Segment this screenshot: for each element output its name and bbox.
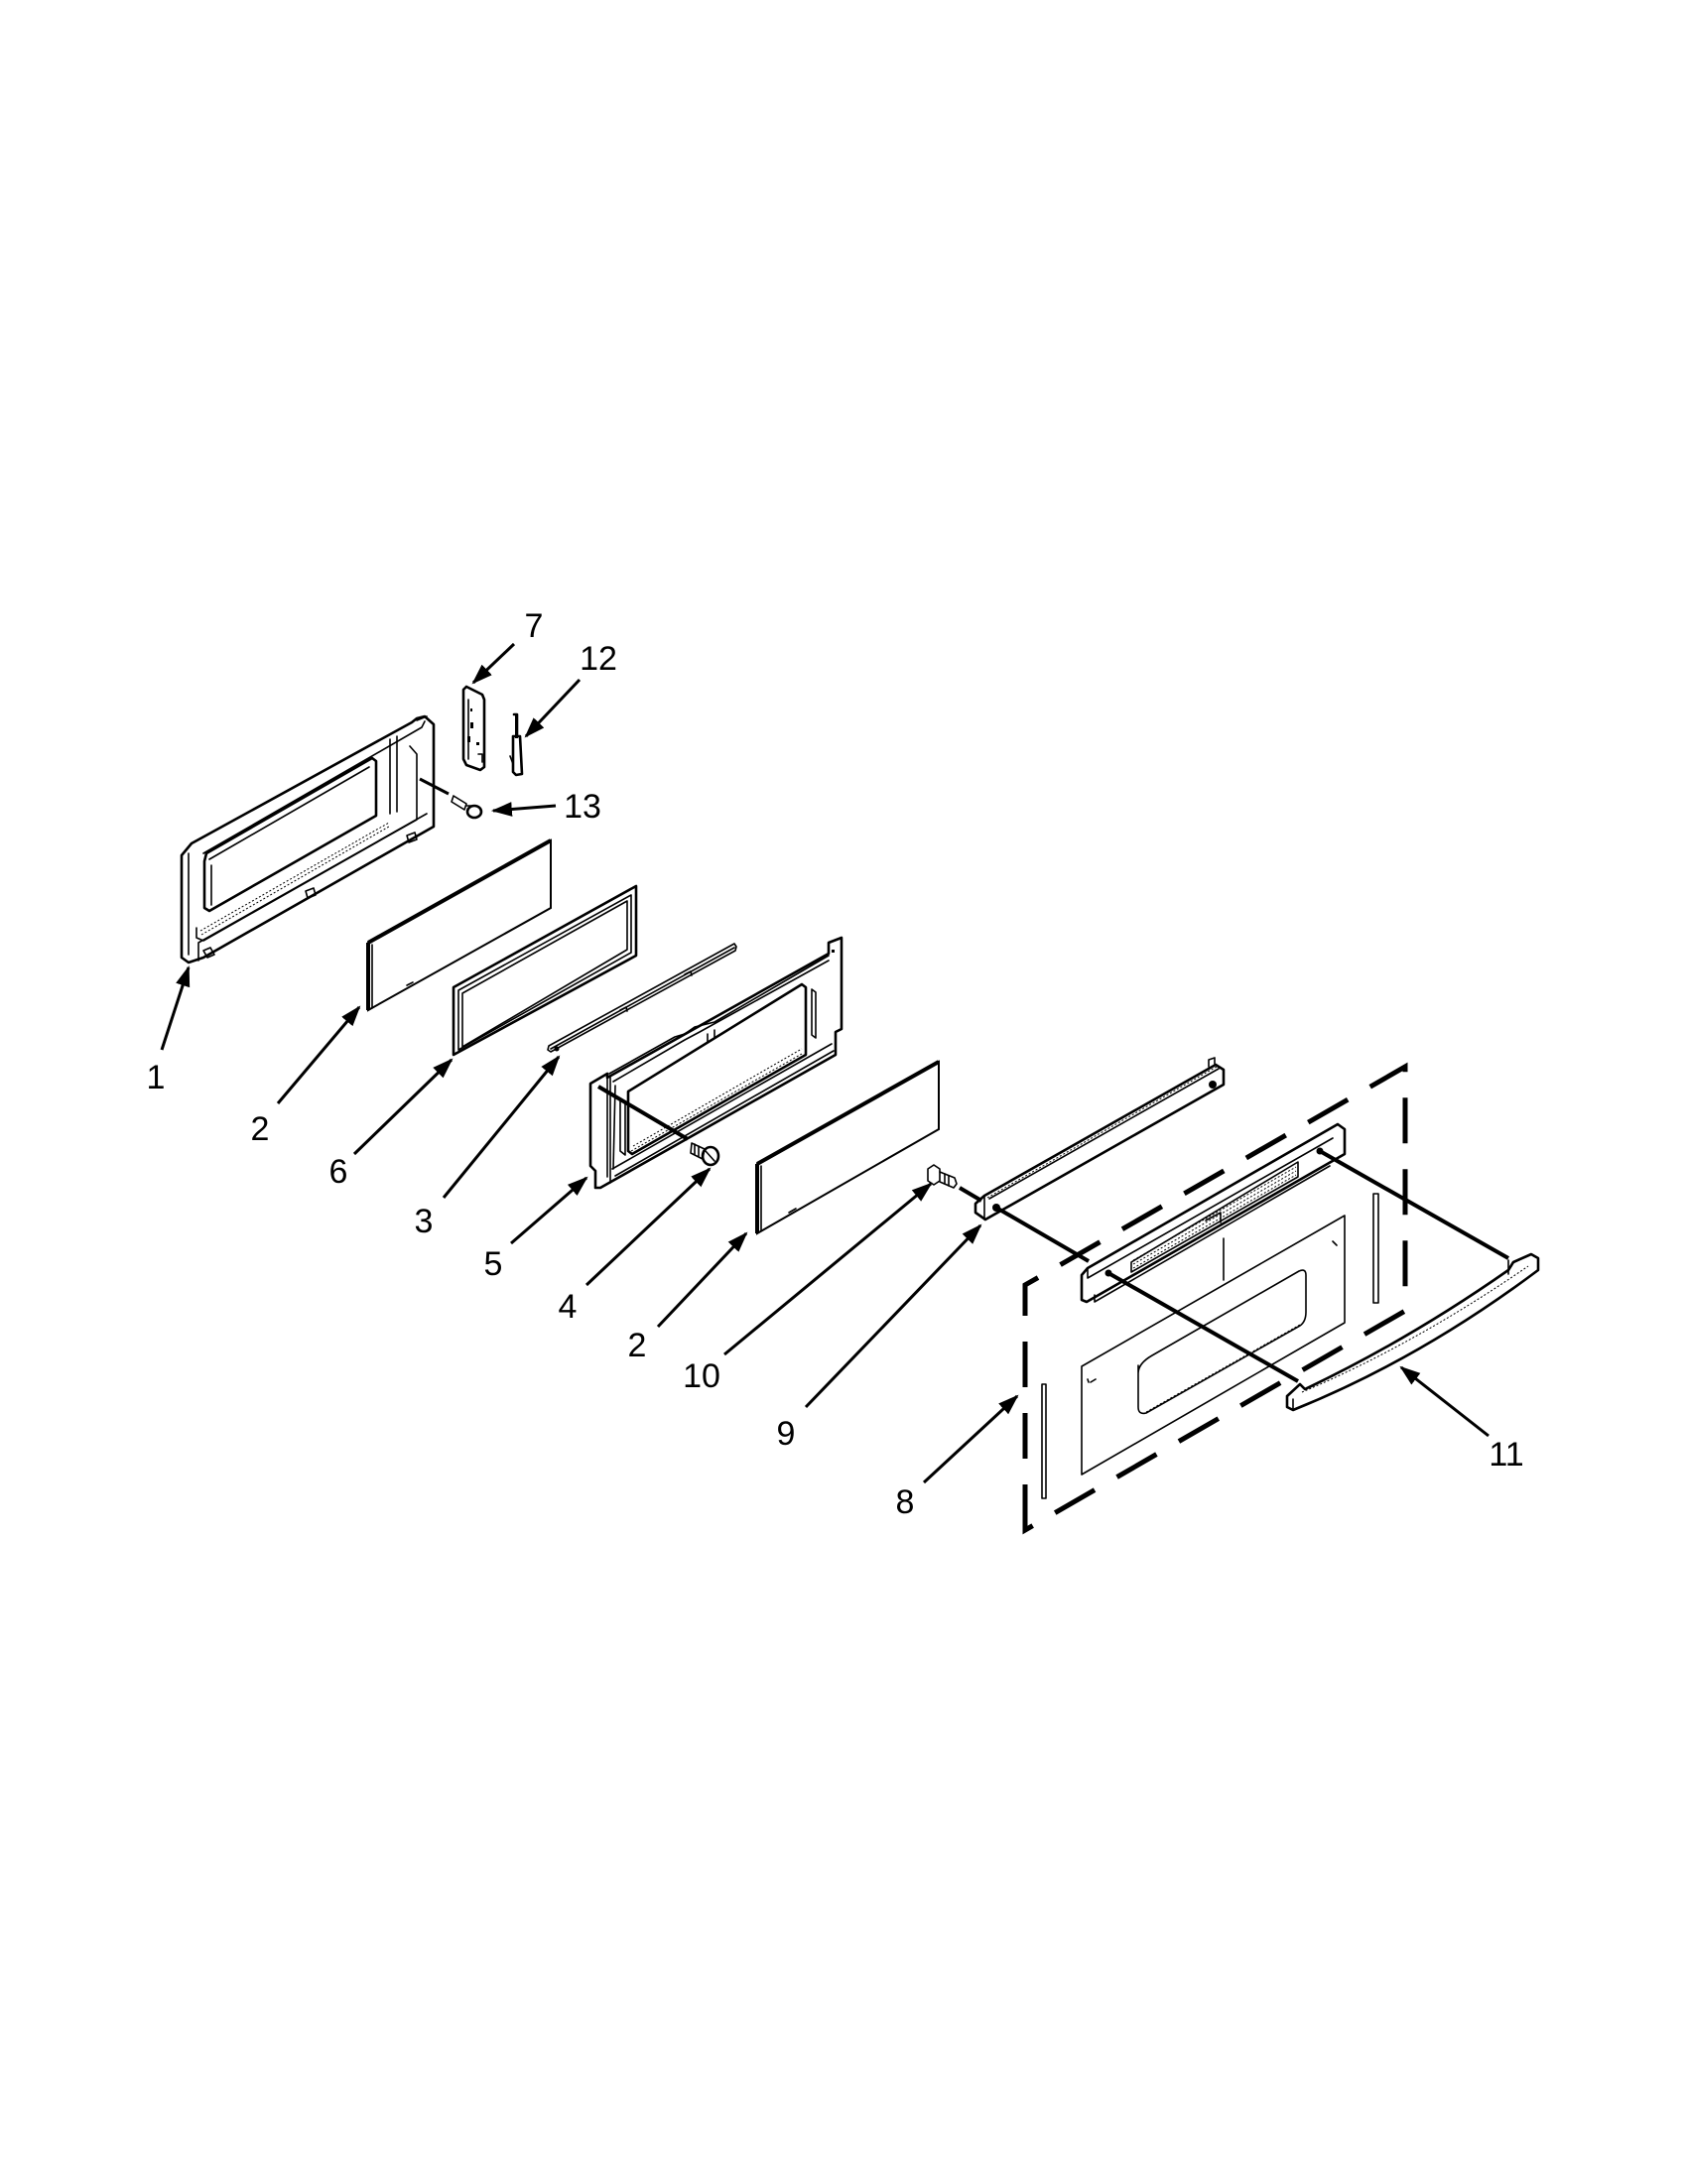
leader-2a [276, 1005, 361, 1104]
callout-8: 8 [896, 1483, 915, 1521]
callout-labels: 1 2 6 3 5 4 2 10 9 8 11 7 12 13 [147, 607, 1524, 1521]
callout-11: 11 [1489, 1436, 1523, 1474]
leader-12 [524, 678, 582, 738]
callout-2a: 2 [251, 1110, 270, 1148]
callout-9: 9 [777, 1415, 796, 1453]
dashed-group-outline [1022, 1062, 1408, 1535]
part-9-top-rail [973, 1057, 1226, 1221]
leader-11 [1399, 1365, 1490, 1438]
leader-2b [656, 1231, 748, 1329]
callout-5: 5 [484, 1245, 503, 1283]
callout-1: 1 [147, 1059, 166, 1096]
part-2-glass-panel-front [755, 1060, 940, 1235]
leader-4 [584, 1167, 712, 1287]
callout-2b: 2 [628, 1327, 647, 1364]
callout-12: 12 [580, 640, 617, 678]
part-4-screw [690, 1142, 720, 1167]
part-13-bumper [419, 777, 483, 820]
leader-5 [510, 1176, 588, 1245]
leader-9 [804, 1223, 982, 1409]
part-2-glass-panel-rear [366, 838, 552, 1012]
leader-13 [490, 802, 557, 817]
part-7-hinge-bracket [461, 685, 486, 772]
leader-1 [160, 965, 191, 1051]
callout-4: 4 [559, 1288, 578, 1326]
part-10-shoulder-screw [927, 1164, 983, 1203]
part-5-front-frame [588, 936, 844, 1190]
callout-6: 6 [329, 1153, 348, 1191]
leader-3 [442, 1055, 561, 1199]
callout-10: 10 [683, 1357, 720, 1395]
part-1-rear-frame [180, 714, 436, 964]
leader-8 [922, 1394, 1019, 1484]
callout-3: 3 [415, 1203, 434, 1240]
part-12-latch-pin [509, 712, 524, 777]
part-6-glass-gasket [452, 884, 638, 1057]
leader-6 [352, 1058, 454, 1156]
leader-10 [723, 1182, 933, 1356]
callout-leaders [160, 642, 1490, 1484]
leader-7 [471, 642, 516, 685]
callout-13: 13 [564, 788, 601, 826]
part-3-trim-strip [547, 943, 737, 1053]
callout-7: 7 [525, 607, 544, 645]
part-8-outer-door-assembly [994, 1062, 1509, 1535]
part-11-door-handle [1285, 1252, 1540, 1412]
